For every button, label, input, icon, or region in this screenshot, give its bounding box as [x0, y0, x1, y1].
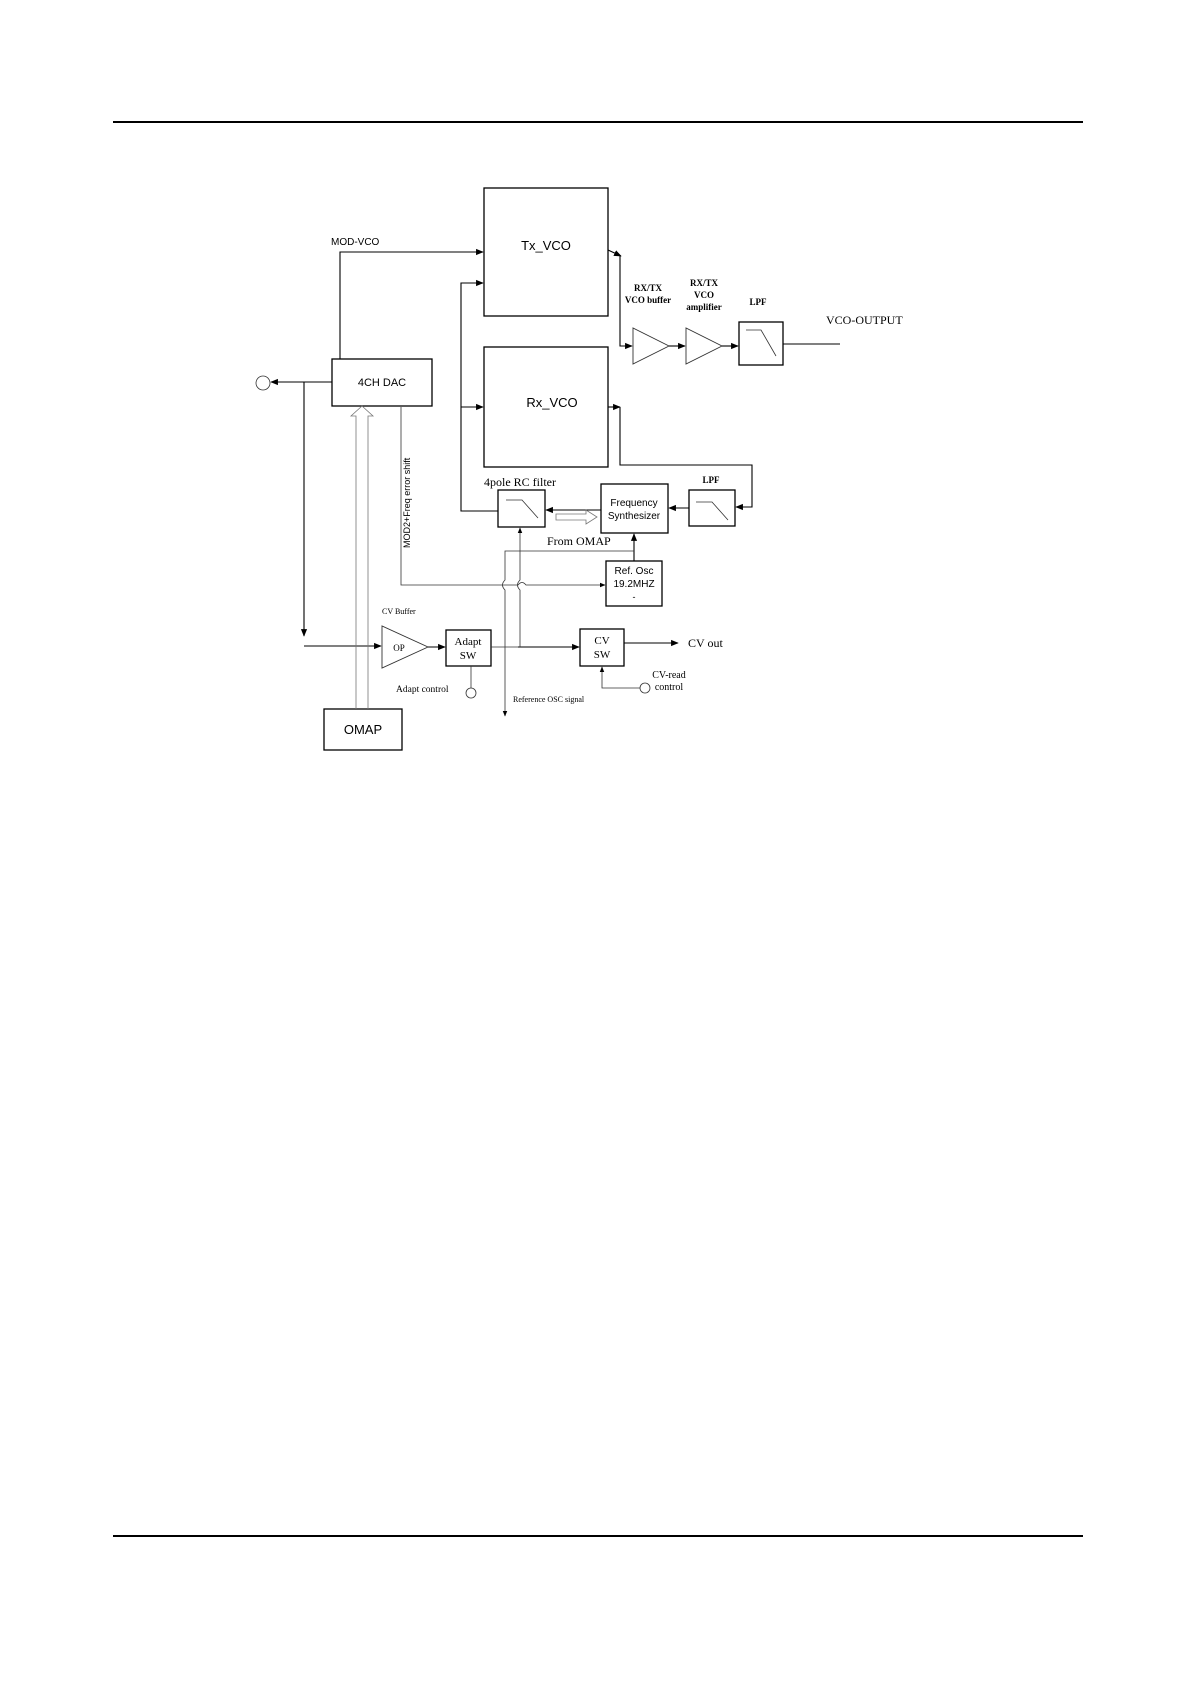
frequency-synthesizer-block: Frequency Synthesizer [601, 484, 668, 533]
vco-amp-label-2: VCO [694, 290, 714, 300]
vco-output-label: VCO-OUTPUT [826, 313, 903, 327]
rx-vco-label: Rx_VCO [526, 395, 577, 410]
adapt-control-label: Adapt control [396, 685, 449, 695]
cv-out-label: CV out [688, 636, 723, 650]
freq-synth-line2: Synthesizer [608, 511, 661, 522]
freq-synth-line1: Frequency [610, 498, 657, 509]
adapt-control-terminal [466, 688, 476, 698]
lpf-top-block [739, 322, 783, 365]
rc-filter-block [498, 490, 545, 527]
cv-read-label-1: CV-read [652, 670, 686, 681]
adapt-sw-block: Adapt SW [446, 630, 491, 666]
omap-block: OMAP [324, 709, 402, 750]
vco-amplifier [686, 328, 722, 364]
tx-vco-block: Tx_VCO [484, 188, 608, 316]
cv-sw-line1: CV [594, 635, 609, 647]
op-amp-label: OP [393, 643, 405, 653]
cv-buffer-label: CV Buffer [382, 607, 416, 616]
dac-label: 4CH DAC [358, 377, 406, 389]
lpf-mid-label: LPF [703, 475, 721, 485]
from-omap-label: From OMAP [547, 534, 611, 548]
vco-buffer-label-2: VCO buffer [625, 295, 671, 305]
dac-aux-terminal [256, 376, 270, 390]
cv-buffer-op-amp: OP [382, 626, 428, 668]
reference-osc-signal-label: Reference OSC signal [513, 695, 585, 704]
vco-buffer-amplifier [633, 328, 669, 364]
vco-amp-label-3: amplifier [686, 302, 722, 312]
mod-vco-label: MOD-VCO [331, 237, 380, 248]
ref-osc-line2: 19.2MHZ [613, 579, 654, 590]
lpf-mid-block [689, 490, 735, 526]
cv-sw-block: CV SW [580, 629, 624, 666]
cv-read-terminal [640, 683, 650, 693]
rc-filter-label: 4pole RC filter [484, 475, 556, 489]
ref-osc-line1: Ref. Osc [615, 566, 654, 577]
dac-block: 4CH DAC [332, 359, 432, 406]
lpf-top-label: LPF [750, 297, 768, 307]
adapt-sw-line1: Adapt [455, 636, 482, 648]
ref-osc-block: Ref. Osc 19.2MHZ - [606, 561, 662, 606]
cv-read-label-2: control [655, 682, 684, 693]
vco-buffer-label-1: RX/TX [634, 283, 663, 293]
mod2-freq-error-label: MOD2+Freq error shift [402, 457, 412, 548]
cv-sw-line2: SW [594, 649, 611, 661]
vco-amp-label-1: RX/TX [690, 278, 719, 288]
adapt-sw-line2: SW [460, 650, 477, 662]
rx-vco-block: Rx_VCO [484, 347, 608, 467]
ref-osc-line3: - [633, 592, 636, 602]
omap-label: OMAP [344, 722, 382, 737]
tx-vco-label: Tx_VCO [521, 238, 571, 253]
